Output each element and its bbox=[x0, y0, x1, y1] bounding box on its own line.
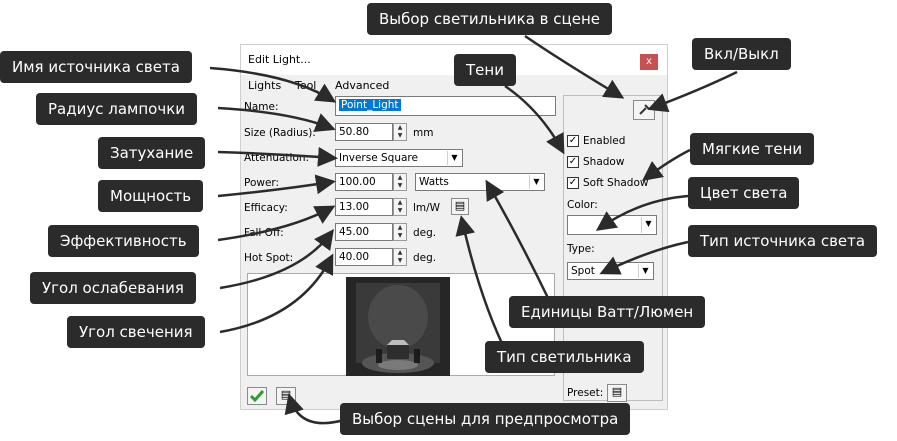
name-input[interactable]: Point_Light bbox=[335, 96, 556, 116]
power-unit-select[interactable]: Watts ▼ bbox=[415, 173, 545, 191]
efficacy-input[interactable]: 13.00 bbox=[335, 198, 393, 216]
enabled-checkbox[interactable]: ✓ bbox=[567, 135, 579, 147]
attenuation-value: Inverse Square bbox=[339, 152, 418, 164]
efficacy-unit: lm/W bbox=[413, 202, 441, 214]
dialog-title: Edit Light... bbox=[248, 53, 311, 66]
size-input[interactable]: 50.80 bbox=[335, 123, 393, 141]
callout-hotspot-angle: Угол свечения bbox=[67, 316, 205, 348]
callout-light-name: Имя источника света bbox=[0, 51, 192, 83]
power-label: Power: bbox=[244, 177, 280, 189]
chevron-down-icon: ▼ bbox=[638, 264, 652, 278]
list-icon: ▤ bbox=[454, 199, 466, 212]
preview-render bbox=[346, 277, 450, 376]
callout-light-type: Тип источника света bbox=[688, 225, 878, 257]
chevron-down-icon: ▼ bbox=[641, 217, 655, 233]
power-unit-value: Watts bbox=[419, 176, 449, 188]
ok-button[interactable] bbox=[247, 387, 267, 405]
falloff-spinner[interactable]: ▲▼ bbox=[393, 223, 407, 241]
callout-onoff: Вкл/Выкл bbox=[692, 38, 791, 70]
power-input[interactable]: 100.00 bbox=[335, 173, 393, 191]
hotspot-spinner[interactable]: ▲▼ bbox=[393, 248, 407, 266]
name-value: Point_Light bbox=[339, 99, 401, 111]
size-spinner[interactable]: ▲▼ bbox=[393, 123, 407, 141]
callout-fixture-select: Выбор светильника в сцене bbox=[367, 3, 612, 35]
hotspot-unit: deg. bbox=[413, 252, 437, 264]
size-label: Size (Radius): bbox=[244, 127, 316, 139]
size-unit: mm bbox=[413, 127, 434, 139]
callout-soft-shadows: Мягкие тени bbox=[690, 133, 815, 165]
chevron-down-icon: ▼ bbox=[447, 151, 461, 165]
preset-button[interactable]: ▤ bbox=[607, 384, 627, 402]
callout-efficiency: Эффективность bbox=[48, 225, 199, 257]
callout-shadows: Тени bbox=[454, 54, 516, 86]
power-spinner[interactable]: ▲▼ bbox=[393, 173, 407, 191]
chevron-down-icon: ▼ bbox=[529, 175, 543, 189]
hotspot-label: Hot Spot: bbox=[244, 252, 294, 264]
type-value: Spot bbox=[571, 265, 595, 277]
close-button[interactable]: x bbox=[640, 54, 658, 70]
efficacy-spinner[interactable]: ▲▼ bbox=[393, 198, 407, 216]
callout-power: Мощность bbox=[98, 180, 204, 212]
preview-scene-image bbox=[346, 277, 450, 376]
efficacy-label: Efficacy: bbox=[244, 202, 288, 214]
callout-falloff-angle: Угол ослабевания bbox=[30, 272, 196, 304]
callout-preview-scene: Выбор сцены для предпросмотра bbox=[340, 403, 631, 435]
enabled-label: Enabled bbox=[583, 135, 626, 147]
checkmark-icon bbox=[249, 390, 265, 403]
callout-fixture-type: Тип светильника bbox=[485, 341, 644, 373]
falloff-input[interactable]: 45.00 bbox=[335, 223, 393, 241]
shadow-checkbox[interactable]: ✓ bbox=[567, 156, 579, 168]
soft-shadow-checkbox[interactable]: ✓ bbox=[567, 177, 579, 189]
list-icon: ▤ bbox=[611, 385, 623, 398]
callout-units: Единицы Ватт/Люмен bbox=[509, 296, 706, 328]
attenuation-select[interactable]: Inverse Square ▼ bbox=[335, 149, 463, 167]
callout-attenuation: Затухание bbox=[98, 137, 206, 169]
falloff-unit: deg. bbox=[413, 227, 437, 239]
callout-bulb-radius: Радиус лампочки bbox=[36, 93, 197, 125]
color-label: Color: bbox=[567, 199, 598, 211]
preset-label: Preset: bbox=[567, 387, 604, 399]
soft-shadow-label: Soft Shadow bbox=[583, 177, 649, 189]
tab-advanced[interactable]: Advanced bbox=[335, 79, 390, 92]
fixture-type-button[interactable]: ▤ bbox=[451, 198, 469, 215]
callout-light-color: Цвет света bbox=[688, 177, 800, 209]
type-label: Type: bbox=[567, 243, 595, 255]
shadow-label: Shadow bbox=[583, 156, 625, 168]
hotspot-input[interactable]: 40.00 bbox=[335, 248, 393, 266]
tab-lights[interactable]: Lights bbox=[248, 79, 282, 92]
